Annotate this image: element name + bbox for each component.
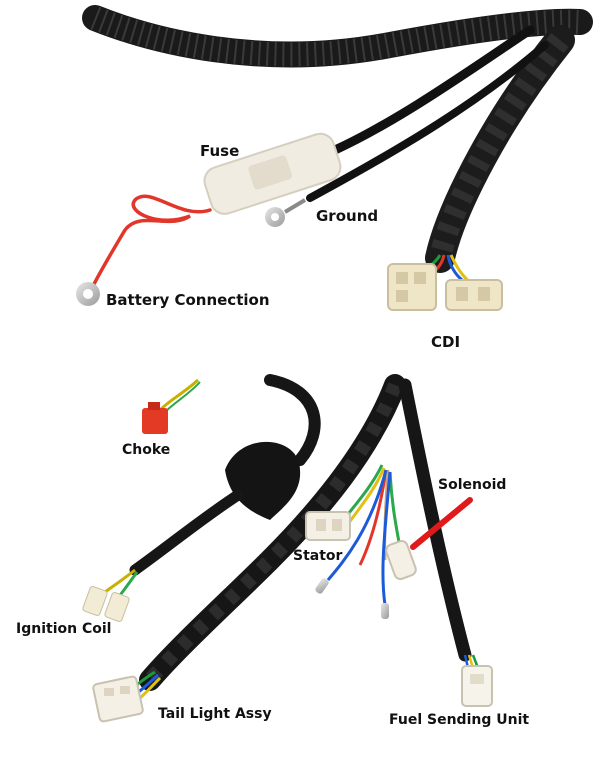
choke-connector xyxy=(142,402,168,434)
cdi-connector-right xyxy=(445,279,503,311)
fuse-wire xyxy=(330,25,535,155)
fuel-sending-connector xyxy=(461,665,493,707)
cdi-branch-sleeve xyxy=(425,25,575,273)
rubber-boot xyxy=(225,441,301,520)
label-solenoid: Solenoid xyxy=(438,477,507,493)
fuel-sending-cable xyxy=(398,378,472,662)
label-fuel-sending-unit: Fuel Sending Unit xyxy=(389,712,530,728)
main-loom xyxy=(82,5,593,68)
stator-connector xyxy=(305,511,351,541)
label-fuse: Fuse xyxy=(200,142,240,160)
fuse-holder xyxy=(203,132,342,215)
ground-ring-terminal xyxy=(265,198,307,227)
choke-wire xyxy=(158,378,200,412)
battery-ring-terminal xyxy=(76,282,100,306)
label-stator: Stator xyxy=(293,548,343,564)
bottom-harness xyxy=(82,374,493,723)
label-cdi: CDI xyxy=(431,333,461,351)
bullet-terminal xyxy=(315,578,329,594)
ignition-coil-cable xyxy=(129,489,244,576)
cdi-connector-left xyxy=(387,263,437,311)
ground-wire xyxy=(306,41,549,202)
solenoid-connector xyxy=(385,540,417,580)
label-ground: Ground xyxy=(316,207,379,225)
tail-light-connector xyxy=(92,675,144,723)
label-ignition-coil: Ignition Coil xyxy=(16,621,112,637)
label-tail-light-assy: Tail Light Assy xyxy=(158,706,272,722)
top-harness xyxy=(76,5,593,311)
red-battery-wire xyxy=(90,194,212,290)
label-choke: Choke xyxy=(122,442,171,458)
bullet-terminal xyxy=(381,603,389,619)
boot-cable xyxy=(264,374,321,466)
solenoid-pointer xyxy=(410,497,473,550)
label-battery-connection: Battery Connection xyxy=(106,291,270,309)
ignition-coil-terminals xyxy=(82,586,130,622)
